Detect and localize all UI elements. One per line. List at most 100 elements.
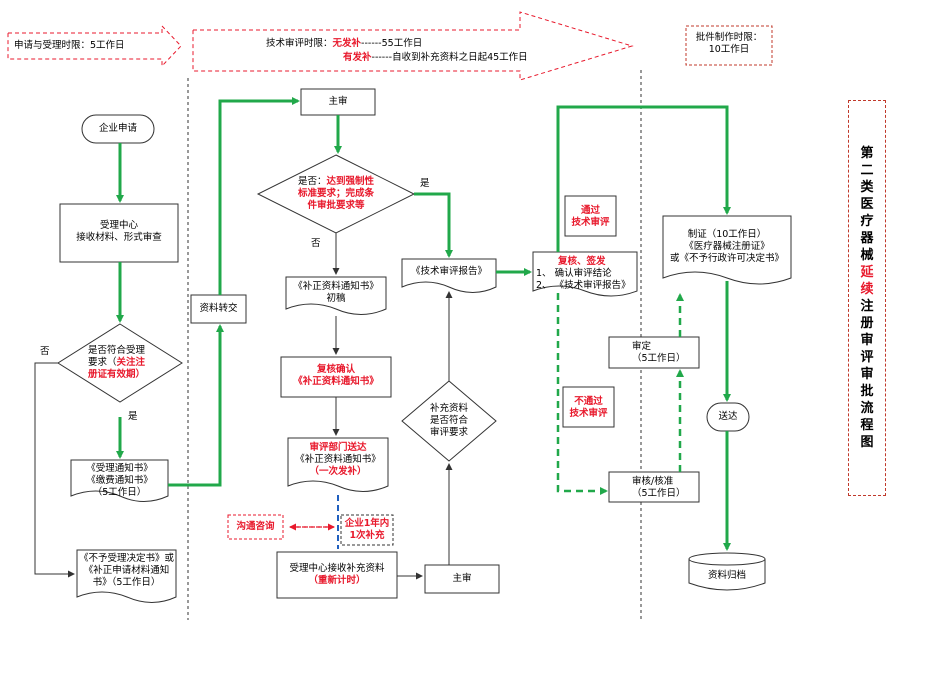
edge-label-no: 否: [311, 238, 321, 249]
tech-time-label: 技术审评时限：无发补------55工作日: [266, 38, 422, 50]
enterprise-apply-node: [81, 114, 155, 144]
communicate-node: [227, 514, 284, 540]
title-char: 册: [860, 316, 874, 331]
standard-decision-label: 是否：达到强制性 标准要求；完成条 件审批要求等: [270, 176, 402, 212]
tech-report-doc: [401, 258, 497, 293]
supp-check-line2: 是否符合: [429, 415, 468, 426]
send-line3: （一次发补）: [309, 466, 367, 477]
fail-line1: 不通过: [574, 396, 603, 407]
supp-check-line1: 补充资料: [429, 403, 468, 414]
conform-line3: 册证有效期）: [88, 369, 146, 380]
main-review-top-label: 主审: [328, 96, 348, 107]
accept-notice-doc: [70, 459, 169, 502]
edge-label-no: 否: [40, 346, 50, 357]
audit-line2: （5工作日）: [632, 488, 686, 499]
edge-label-yes: 是: [420, 178, 430, 189]
review-sign-doc: [532, 251, 638, 297]
supp-notice-label: 《补正资料通知书》 初稿: [286, 281, 386, 305]
title-char: 审: [860, 367, 874, 382]
review-sign-line1: 复核、签发: [558, 256, 606, 267]
title-char: 评: [860, 350, 874, 365]
send-notice-doc: [287, 437, 389, 492]
archive-node: [688, 559, 766, 591]
apply-time-text: 申请与受理时限：5工作日: [14, 40, 125, 51]
recheck-node: [280, 356, 392, 398]
header-arrow-tech: [192, 11, 634, 81]
title-char: 第: [860, 146, 874, 161]
accept-notice-line1: 《受理通知书》: [86, 463, 153, 474]
pass-line2: 技术审评: [571, 217, 610, 228]
send-line2: 《补正资料通知书》: [295, 454, 381, 465]
title-char: 图: [860, 435, 874, 450]
enterprise-apply-label: 企业申请: [98, 123, 137, 134]
green-arrows: [116, 97, 731, 551]
audit-line1: 审核/核准: [632, 476, 674, 487]
title-char: 流: [860, 401, 874, 416]
audit-label: 审核/核准 （5工作日）: [632, 476, 686, 500]
title-char: 器: [860, 231, 874, 246]
decision-line3: 件审批要求等: [307, 200, 365, 211]
title-char-highlight: 延: [860, 265, 874, 280]
tech-time-prefix: 技术审评时限：: [266, 38, 333, 49]
title-char: 批: [860, 384, 874, 399]
make-cert-line1: 制证（10工作日）: [687, 229, 767, 240]
with-supplement-rest: ------自收到补充资料之日起45工作日: [371, 52, 528, 63]
make-cert-line2: 《医疗器械注册证》: [684, 241, 770, 252]
supp-check-decision: [401, 380, 497, 462]
title-char-highlight: 续: [860, 282, 874, 297]
review-sign-line3: 2、 《技术审评报告》: [536, 280, 631, 291]
recheck-label: 复核确认 《补正资料通知书》: [281, 364, 391, 388]
title-char: 疗: [860, 214, 874, 229]
accept-center-label: 受理中心 接收材料、形式审查: [60, 220, 178, 244]
main-review-top-node: [300, 88, 376, 116]
make-cert-doc: [662, 215, 792, 285]
decide-line1: 审定: [632, 341, 652, 352]
conform-line1: 是否符合受理: [88, 345, 146, 356]
header-box-approval: [685, 25, 773, 66]
recheck-line2: 《补正资料通知书》: [293, 376, 379, 387]
review-sign-line2: 1、 确认审评结论: [536, 268, 612, 279]
reject-line3: 书》（5工作日）: [92, 577, 161, 588]
review-sign-label: 复核、签发 1、 确认审评结论 2、 《技术审评报告》: [536, 256, 631, 292]
make-cert-label: 制证（10工作日） 《医疗器械注册证》 或《不予行政许可决定书》: [663, 229, 791, 265]
accept-center-line2: 接收材料、形式审查: [76, 232, 162, 243]
edge-label-yes: 是: [128, 411, 138, 422]
reject-line1: 《不予受理决定书》或: [78, 553, 174, 564]
receive-line2: （重新计时）: [308, 575, 366, 586]
transfer-label: 资料转交: [199, 303, 238, 314]
conform-label: 是否符合受理 要求（关注注 册证有效期）: [88, 345, 145, 381]
archive-label: 资料归档: [707, 570, 746, 581]
one-year-line2: 1次补充: [349, 530, 385, 541]
communicate-label: 沟通咨询: [236, 521, 275, 532]
accept-notice-line2: 《缴费通知书》: [86, 475, 153, 486]
main-review-bottom-node: [424, 564, 500, 594]
supp-notice-line1: 《补正资料通知书》: [293, 281, 379, 292]
header-arrow-apply: [7, 24, 182, 68]
title-char: 类: [860, 180, 874, 195]
reject-doc: [76, 549, 177, 603]
transfer-node: [190, 294, 247, 324]
no-supplement-rest: ------55工作日: [361, 38, 423, 49]
make-cert-line3: 或《不予行政许可决定书》: [669, 253, 784, 264]
title-char: 械: [860, 248, 874, 263]
decision-line2: 标准要求；完成条: [297, 188, 374, 199]
reject-label: 《不予受理决定书》或 《补正申请材料通知 书》（5工作日）: [77, 553, 176, 589]
one-year-label: 企业1年内 1次补充: [341, 518, 393, 542]
recheck-line1: 复核确认: [316, 364, 355, 375]
audit-node: [608, 471, 700, 503]
reject-line2: 《补正申请材料通知: [83, 565, 170, 576]
title-char: 医: [860, 197, 874, 212]
pass-label: 通过 技术审评: [565, 205, 616, 229]
send-notice-label: 审评部门送达 《补正资料通知书》 （一次发补）: [288, 442, 388, 478]
tech-report-label: 《技术审评报告》: [410, 266, 487, 277]
conform-line2b: 关注注: [116, 357, 146, 368]
approval-time-label: 批件制作时限： 10工作日: [686, 32, 772, 56]
with-supplement-label: 有发补------自收到补充资料之日起45工作日: [343, 52, 528, 64]
supp-check-line3: 审评要求: [429, 427, 468, 438]
diagram-title: 第 二 类 医 疗 器 械 延 续 注 册 审 评 审 批 流 程 图: [848, 100, 886, 496]
fail-label: 不通过 技术审评: [563, 396, 614, 420]
fail-line2: 技术审评: [569, 408, 608, 419]
with-supplement-text: 有发补: [343, 52, 372, 63]
green-dashed-arrows: [556, 293, 684, 495]
